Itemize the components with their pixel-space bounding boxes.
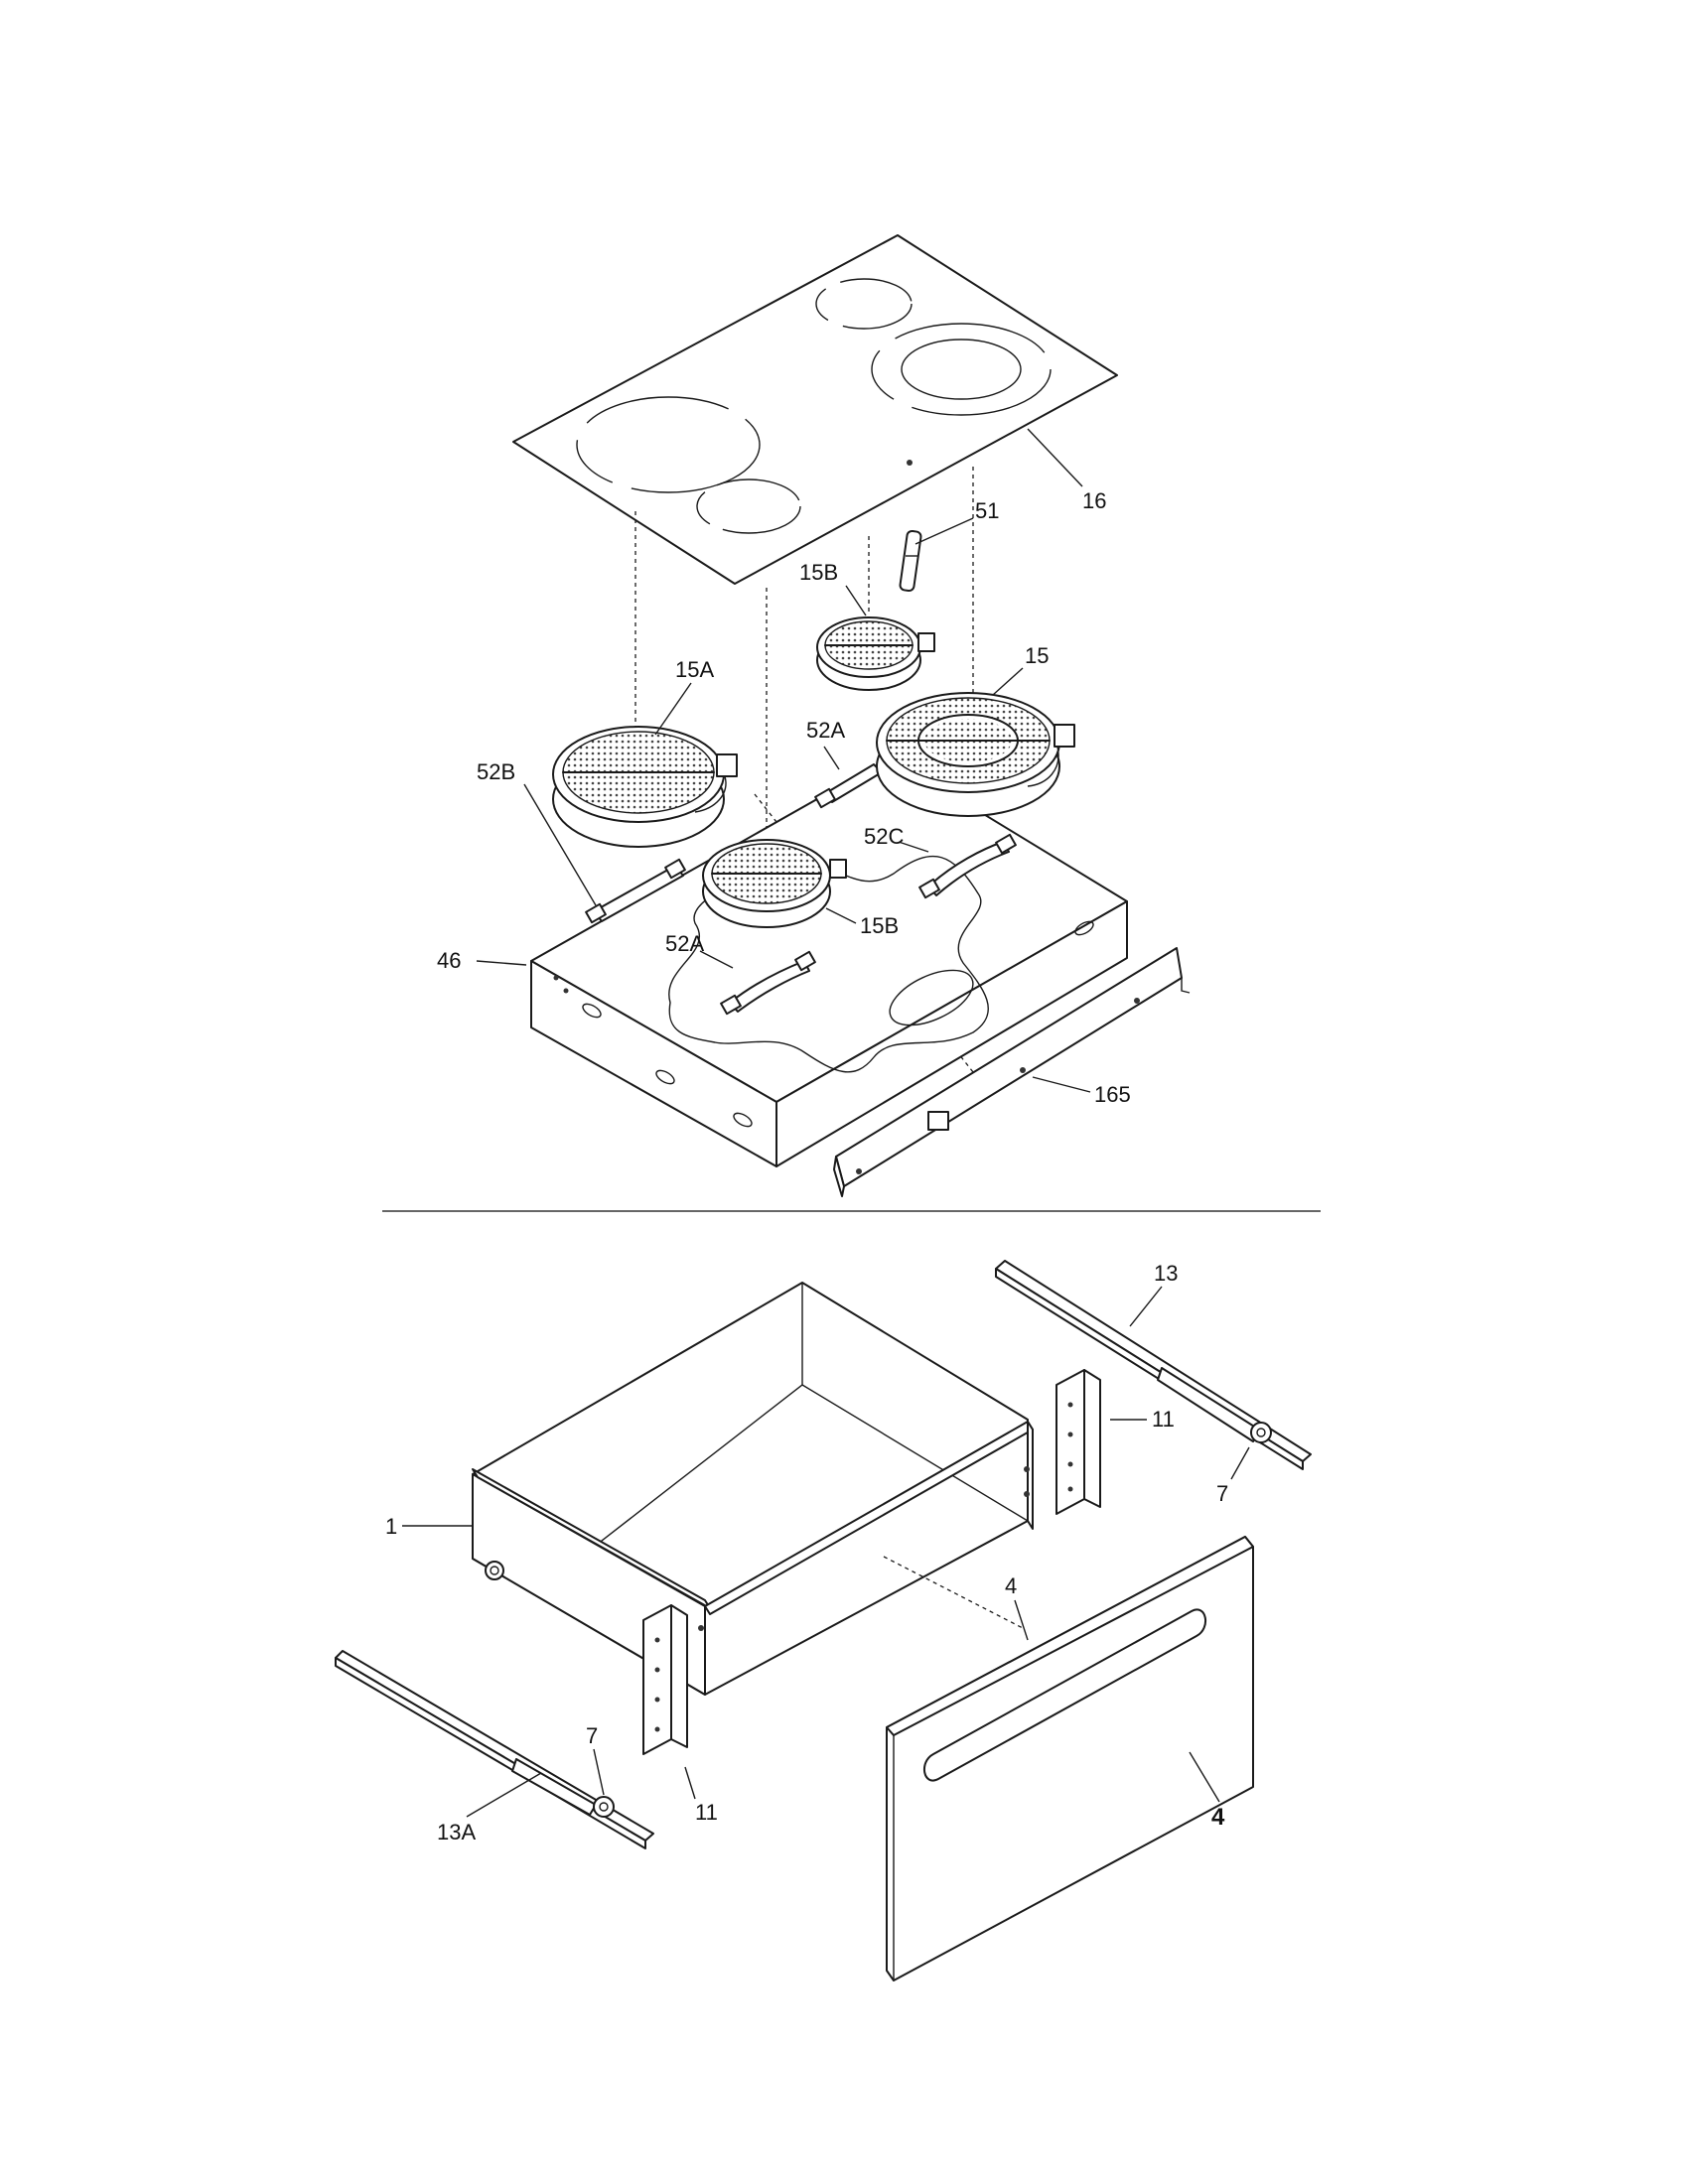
element-15a — [552, 726, 738, 848]
callout-15a: 15A — [675, 657, 714, 682]
callout-7-left: 7 — [586, 1723, 598, 1748]
callout-15: 15 — [1025, 643, 1049, 668]
leader-lines-bottom — [402, 1286, 1250, 1818]
callout-15b-rear: 15B — [799, 560, 838, 585]
rail-13 — [995, 1260, 1312, 1470]
callout-11-left: 11 — [695, 1800, 718, 1825]
callout-4-bold: 4 — [1211, 1804, 1225, 1831]
slide-11-right — [1055, 1369, 1101, 1515]
callout-11-right: 11 — [1152, 1407, 1175, 1432]
element-15b-front — [702, 839, 847, 928]
callout-13: 13 — [1154, 1261, 1178, 1286]
callout-labels: 16 51 15B 15A 15 52A 52B 52C 15B 52A 46 … — [385, 488, 1228, 1844]
storage-drawer — [472, 1282, 1034, 1696]
drawer-front-panel — [886, 1536, 1254, 1981]
bracket-52b — [585, 858, 686, 924]
slide-11-left — [642, 1604, 688, 1755]
callout-52b: 52B — [477, 759, 515, 784]
callout-7-right: 7 — [1216, 1481, 1228, 1506]
callout-52c: 52C — [864, 824, 904, 849]
bracket-52c — [918, 833, 1017, 899]
callout-52a-front: 52A — [665, 931, 704, 956]
bracket-165 — [833, 947, 1191, 1197]
rail-13a — [335, 1650, 654, 1849]
element-15 — [876, 692, 1075, 817]
callout-1: 1 — [385, 1514, 397, 1539]
burner-box — [530, 756, 1128, 1167]
bracket-52a-rear — [814, 763, 883, 809]
leader-lines-top — [476, 428, 1091, 1093]
glass-cooktop — [512, 234, 1118, 585]
callout-165: 165 — [1094, 1082, 1131, 1107]
callout-15b-front: 15B — [860, 913, 899, 938]
callout-16: 16 — [1082, 488, 1106, 513]
callout-51: 51 — [975, 498, 999, 523]
callout-4-leader: 4 — [1005, 1573, 1017, 1598]
callout-52a-rear: 52A — [806, 718, 845, 743]
element-15b-rear — [816, 616, 935, 691]
alignment-line-bottom — [883, 1556, 1024, 1629]
bracket-52a-front — [720, 950, 816, 1016]
callout-46: 46 — [437, 948, 461, 973]
callout-13a: 13A — [437, 1820, 476, 1844]
switch-part — [899, 529, 922, 593]
